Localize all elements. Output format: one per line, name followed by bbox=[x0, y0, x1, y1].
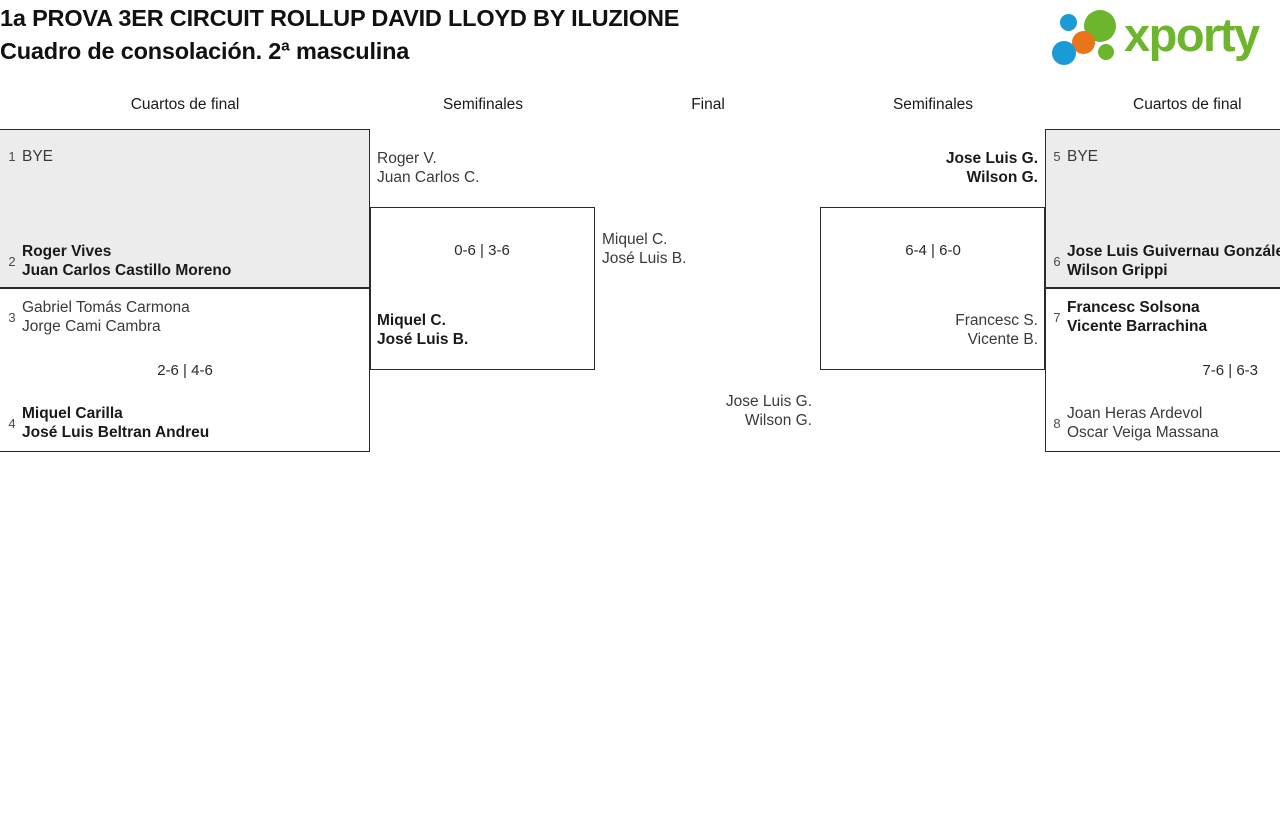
seed-number: 6 bbox=[1053, 253, 1061, 269]
round-header-semifinals-left: Semifinales bbox=[442, 96, 524, 113]
match-box-right-qf1[interactable] bbox=[1045, 129, 1280, 288]
entry-left-qf2-bottom[interactable]: 4 Miquel Carilla José Luis Beltran Andre… bbox=[2, 402, 368, 444]
match-box-left-qf1[interactable] bbox=[0, 129, 370, 288]
player-names: BYE bbox=[1067, 147, 1099, 165]
entry-left-qf2-top[interactable]: 3 Gabriel Tomás Carmona Jorge Cami Cambr… bbox=[2, 296, 368, 338]
entry-right-qf2-bottom[interactable]: 8 Joan Heras Ardevol Oscar Veiga Massana bbox=[1047, 402, 1219, 444]
score-left-sf: 0-6 | 3-6 bbox=[454, 242, 510, 259]
seed-number: 2 bbox=[8, 253, 16, 269]
player-names: Gabriel Tomás Carmona Jorge Cami Cambra bbox=[22, 299, 190, 335]
entry-right-qf1-bottom[interactable]: 6 Jose Luis Guivernau González Wilson Gr… bbox=[1047, 240, 1280, 282]
seed-number: 4 bbox=[8, 415, 16, 431]
logo-dot-blue-large bbox=[1052, 41, 1076, 65]
logo-wordmark: xporty bbox=[1124, 8, 1260, 61]
seed-number: 1 bbox=[8, 148, 16, 164]
round-header-quarterfinals-left: Cuartos de final bbox=[130, 96, 240, 113]
round-header-final: Final bbox=[691, 96, 725, 113]
logo-dots-icon bbox=[1052, 10, 1126, 66]
round-header-quarterfinals-right: Cuartos de final bbox=[1133, 96, 1242, 113]
entry-left-qf1-bottom[interactable]: 2 Roger Vives Juan Carlos Castillo Moren… bbox=[2, 240, 368, 282]
logo-dot-orange bbox=[1072, 31, 1095, 54]
score-right-qf2: 7-6 | 6-3 bbox=[1202, 362, 1258, 379]
seed-number: 7 bbox=[1053, 309, 1061, 325]
seed-number: 8 bbox=[1053, 415, 1061, 431]
xporty-logo[interactable]: xporty bbox=[1046, 8, 1278, 66]
player-names: Francesc Solsona Vicente Barrachina bbox=[1067, 299, 1208, 335]
entry-left-sf-bottom[interactable]: Miquel C. José Luis B. bbox=[377, 312, 469, 348]
entry-final-left[interactable]: Miquel C. José Luis B. bbox=[602, 231, 687, 267]
match-box-left-sf[interactable] bbox=[370, 207, 595, 370]
score-left-qf2: 2-6 | 4-6 bbox=[157, 362, 213, 379]
entry-right-qf1-top[interactable]: 5 BYE bbox=[1047, 143, 1098, 169]
match-box-right-sf[interactable] bbox=[820, 207, 1045, 370]
tournament-title: 1a PROVA 3ER CIRCUIT ROLLUP DAVID LLOYD … bbox=[0, 2, 679, 68]
player-names: Miquel Carilla José Luis Beltran Andreu bbox=[22, 405, 210, 441]
player-names: Joan Heras Ardevol Oscar Veiga Massana bbox=[1067, 405, 1219, 441]
match-box-left-qf2[interactable] bbox=[0, 288, 370, 452]
seed-number: 3 bbox=[8, 309, 16, 325]
player-names: Roger Vives Juan Carlos Castillo Moreno bbox=[22, 243, 232, 279]
round-header-semifinals-right: Semifinales bbox=[892, 96, 974, 113]
page-header: 1a PROVA 3ER CIRCUIT ROLLUP DAVID LLOYD … bbox=[0, 0, 1280, 80]
entry-right-qf2-top[interactable]: 7 Francesc Solsona Vicente Barrachina bbox=[1047, 296, 1207, 338]
logo-dot-blue-small bbox=[1060, 14, 1077, 31]
title-line-1: 1a PROVA 3ER CIRCUIT ROLLUP DAVID LLOYD … bbox=[0, 5, 680, 31]
entry-left-sf-top[interactable]: Roger V. Juan Carlos C. bbox=[377, 150, 480, 186]
entry-right-sf-bottom[interactable]: Francesc S. Vicente B. bbox=[955, 312, 1038, 348]
score-right-sf: 6-4 | 6-0 bbox=[905, 242, 961, 259]
player-names: Jose Luis Guivernau González Wilson Grip… bbox=[1067, 243, 1280, 279]
title-line-2: Cuadro de consolación. 2ª masculina bbox=[0, 38, 410, 64]
logo-dot-green-small bbox=[1098, 44, 1114, 60]
match-box-right-qf2[interactable] bbox=[1045, 288, 1280, 452]
player-names: BYE bbox=[22, 147, 54, 165]
entry-left-qf1-top[interactable]: 1 BYE bbox=[2, 143, 368, 169]
entry-right-sf-top[interactable]: Jose Luis G. Wilson G. bbox=[945, 150, 1038, 186]
seed-number: 5 bbox=[1053, 148, 1061, 164]
entry-final-right[interactable]: Jose Luis G. Wilson G. bbox=[725, 393, 812, 429]
